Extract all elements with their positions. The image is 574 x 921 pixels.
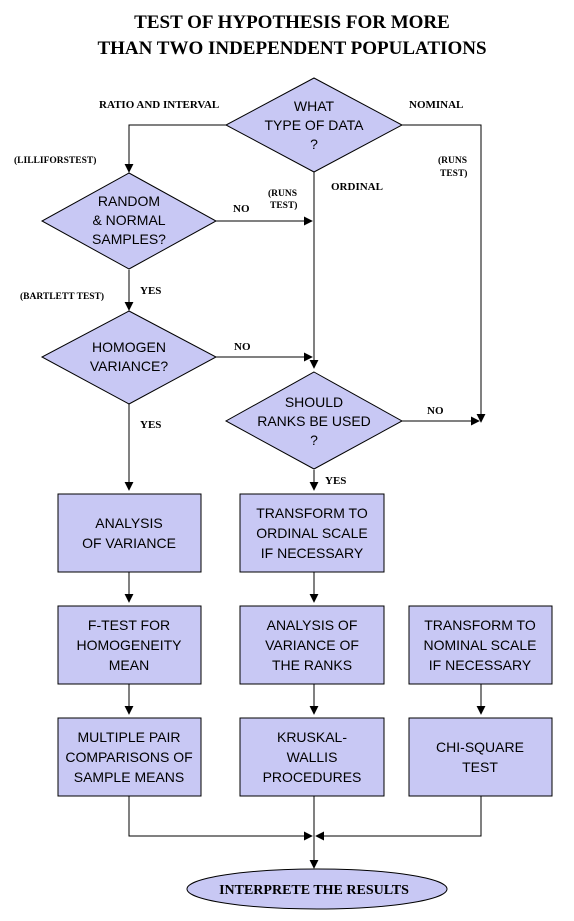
box-transform-nominal-line-2: NOMINAL SCALE xyxy=(423,637,536,653)
diamond-data-type-line-3: ? xyxy=(310,136,318,152)
box-anova-ranks-line-2: VARIANCE OF xyxy=(265,637,359,653)
box-anova-line-1: ANALYSIS xyxy=(95,515,162,531)
box-anova-ranks-line-1: ANALYSIS OF xyxy=(267,617,358,633)
diamond-data-type: WHAT TYPE OF DATA ? xyxy=(224,77,404,173)
box-transform-ordinal: TRANSFORM TO ORDINAL SCALE IF NECESSARY xyxy=(239,493,385,573)
edge-multiple-to-merge xyxy=(128,796,313,841)
label-runs-test-right-1: (RUNS xyxy=(438,155,467,166)
box-chi-square-line-2: TEST xyxy=(462,759,498,775)
box-multiple-pair-line-3: SAMPLE MEANS xyxy=(74,769,184,785)
box-ftest-line-2: HOMOGENEITY xyxy=(76,637,182,653)
box-kruskal-line-2: WALLIS xyxy=(287,749,338,765)
edge-chi-to-merge xyxy=(315,796,482,841)
label-no-ranks: NO xyxy=(427,405,444,417)
diamond-random-normal-line-1: RANDOM xyxy=(98,193,160,209)
label-nominal: NOMINAL xyxy=(409,99,463,111)
title-line-1: TEST OF HYPOTHESIS FOR MORE xyxy=(134,12,450,33)
connectors xyxy=(124,124,486,869)
label-bartlett: (BARTLETT TEST) xyxy=(20,291,104,302)
label-runs-test-mid-2: TEST) xyxy=(270,200,297,211)
box-transform-ordinal-line-2: ORDINAL SCALE xyxy=(256,525,368,541)
title-line-2: THAN TWO INDEPENDENT POPULATIONS xyxy=(97,38,486,59)
label-yes-ranks: YES xyxy=(325,475,346,487)
box-chi-square-line-1: CHI-SQUARE xyxy=(436,739,524,755)
terminal-interprete-results-text: INTERPRETE THE RESULTS xyxy=(219,883,409,898)
label-runs-test-mid-1: (RUNS xyxy=(268,188,297,199)
terminal-interprete-results: INTERPRETE THE RESULTS xyxy=(186,868,448,910)
diamond-ranks-line-1: SHOULD xyxy=(285,394,343,410)
diamond-homogen-variance: HOMOGEN VARIANCE? xyxy=(40,310,218,405)
diamond-random-normal-line-3: SAMPLES? xyxy=(92,231,166,247)
box-kruskal-line-1: KRUSKAL- xyxy=(277,729,347,745)
diamond-random-normal: RANDOM & NORMAL SAMPLES? xyxy=(40,172,218,270)
box-anova-line-2: OF VARIANCE xyxy=(82,535,176,551)
label-yes-homogen: YES xyxy=(140,419,161,431)
edge-ratio-interval xyxy=(124,124,226,173)
box-transform-nominal-line-3: IF NECESSARY xyxy=(429,657,532,673)
box-transform-nominal: TRANSFORM TO NOMINAL SCALE IF NECESSARY xyxy=(408,605,553,685)
box-chi-square: CHI-SQUARE TEST xyxy=(408,717,553,797)
diamond-data-type-line-1: WHAT xyxy=(294,98,335,114)
label-runs-test-right-2: TEST) xyxy=(440,168,467,179)
diamond-homogen-variance-line-2: VARIANCE? xyxy=(90,358,169,374)
box-ftest-line-3: MEAN xyxy=(109,657,149,673)
diamond-ranks-line-3: ? xyxy=(310,432,318,448)
box-transform-ordinal-line-3: IF NECESSARY xyxy=(261,545,364,561)
box-anova-ranks-line-3: THE RANKS xyxy=(272,657,352,673)
diamond-data-type-line-2: TYPE OF DATA xyxy=(264,117,364,133)
box-multiple-pair-line-2: COMPARISONS OF xyxy=(65,749,192,765)
box-ftest: F-TEST FOR HOMOGENEITY MEAN xyxy=(57,605,202,685)
label-no-homogen: NO xyxy=(234,341,251,353)
label-lilliforstest: (LILLIFORSTEST) xyxy=(14,155,96,166)
box-anova-ranks: ANALYSIS OF VARIANCE OF THE RANKS xyxy=(239,605,385,685)
box-anova: ANALYSIS OF VARIANCE xyxy=(57,493,202,573)
label-ratio-interval: RATIO AND INTERVAL xyxy=(99,99,219,111)
label-yes-random: YES xyxy=(140,285,161,297)
edge-nominal xyxy=(402,124,486,423)
box-ftest-line-1: F-TEST FOR xyxy=(88,617,170,633)
box-kruskal-line-3: PROCEDURES xyxy=(263,769,362,785)
box-multiple-pair-line-1: MULTIPLE PAIR xyxy=(78,729,181,745)
box-transform-ordinal-line-1: TRANSFORM TO xyxy=(256,505,368,521)
diamond-ranks-line-2: RANKS BE USED xyxy=(257,413,371,429)
label-no-random: NO xyxy=(233,203,250,215)
box-kruskal: KRUSKAL- WALLIS PROCEDURES xyxy=(239,717,385,797)
diamond-random-normal-line-2: & NORMAL xyxy=(92,212,165,228)
box-multiple-pair: MULTIPLE PAIR COMPARISONS OF SAMPLE MEAN… xyxy=(57,717,202,797)
diamond-ranks: SHOULD RANKS BE USED ? xyxy=(224,371,404,470)
box-transform-nominal-line-1: TRANSFORM TO xyxy=(424,617,536,633)
label-ordinal: ORDINAL xyxy=(331,181,383,193)
diamond-homogen-variance-line-1: HOMOGEN xyxy=(92,339,166,355)
